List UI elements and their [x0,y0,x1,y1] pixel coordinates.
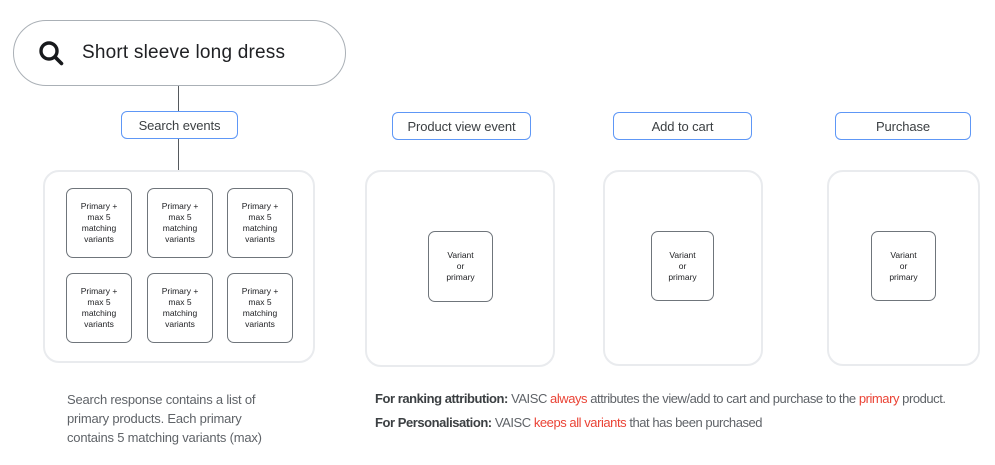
ranking-note-highlight: always [550,391,588,406]
variant-or-primary-card: Variant or primary [428,231,493,302]
label-add-to-cart: Add to cart [613,112,752,140]
add-to-cart-panel: Variant or primary [603,170,763,366]
variant-or-primary-card: Variant or primary [651,231,714,301]
primary-variants-card: Primary + max 5 matching variants [66,188,132,258]
ranking-attribution-note: For ranking attribution: VAISC always at… [375,391,946,406]
label-product-view-event: Product view event [392,112,531,140]
search-events-panel: Primary + max 5 matching variants Primar… [43,170,315,363]
label-purchase: Purchase [835,112,971,140]
ranking-note-text: product. [899,391,946,406]
search-query-text: Short sleeve long dress [82,42,286,63]
personalisation-note: For Personalisation: VAISC keeps all var… [375,415,763,430]
search-input[interactable]: Short sleeve long dress [13,20,346,86]
ranking-note-label: For ranking attribution: [375,391,508,406]
personalisation-note-text: that has been purchased [626,415,763,430]
primary-variants-card: Primary + max 5 matching variants [66,273,132,343]
purchase-panel: Variant or primary [827,170,980,366]
label-search-events: Search events [121,111,238,139]
primary-variants-card: Primary + max 5 matching variants [227,273,293,343]
primary-variants-card: Primary + max 5 matching variants [147,188,213,258]
primary-variants-card: Primary + max 5 matching variants [227,188,293,258]
personalisation-note-text: VAISC [491,415,534,430]
search-icon [37,39,65,67]
ranking-note-text: attributes the view/add to cart and purc… [587,391,859,406]
ranking-note-highlight: primary [858,391,900,406]
product-view-panel: Variant or primary [365,170,555,367]
personalisation-note-highlight: keeps all variants [533,415,627,430]
primary-variants-card: Primary + max 5 matching variants [147,273,213,343]
connector-line-bottom [178,139,179,170]
personalisation-note-label: For Personalisation: [375,415,492,430]
search-response-note: Search response contains a list of prima… [67,392,262,445]
ranking-note-text: VAISC [507,391,551,406]
variant-or-primary-card: Variant or primary [871,231,936,301]
connector-line-top [178,86,179,111]
